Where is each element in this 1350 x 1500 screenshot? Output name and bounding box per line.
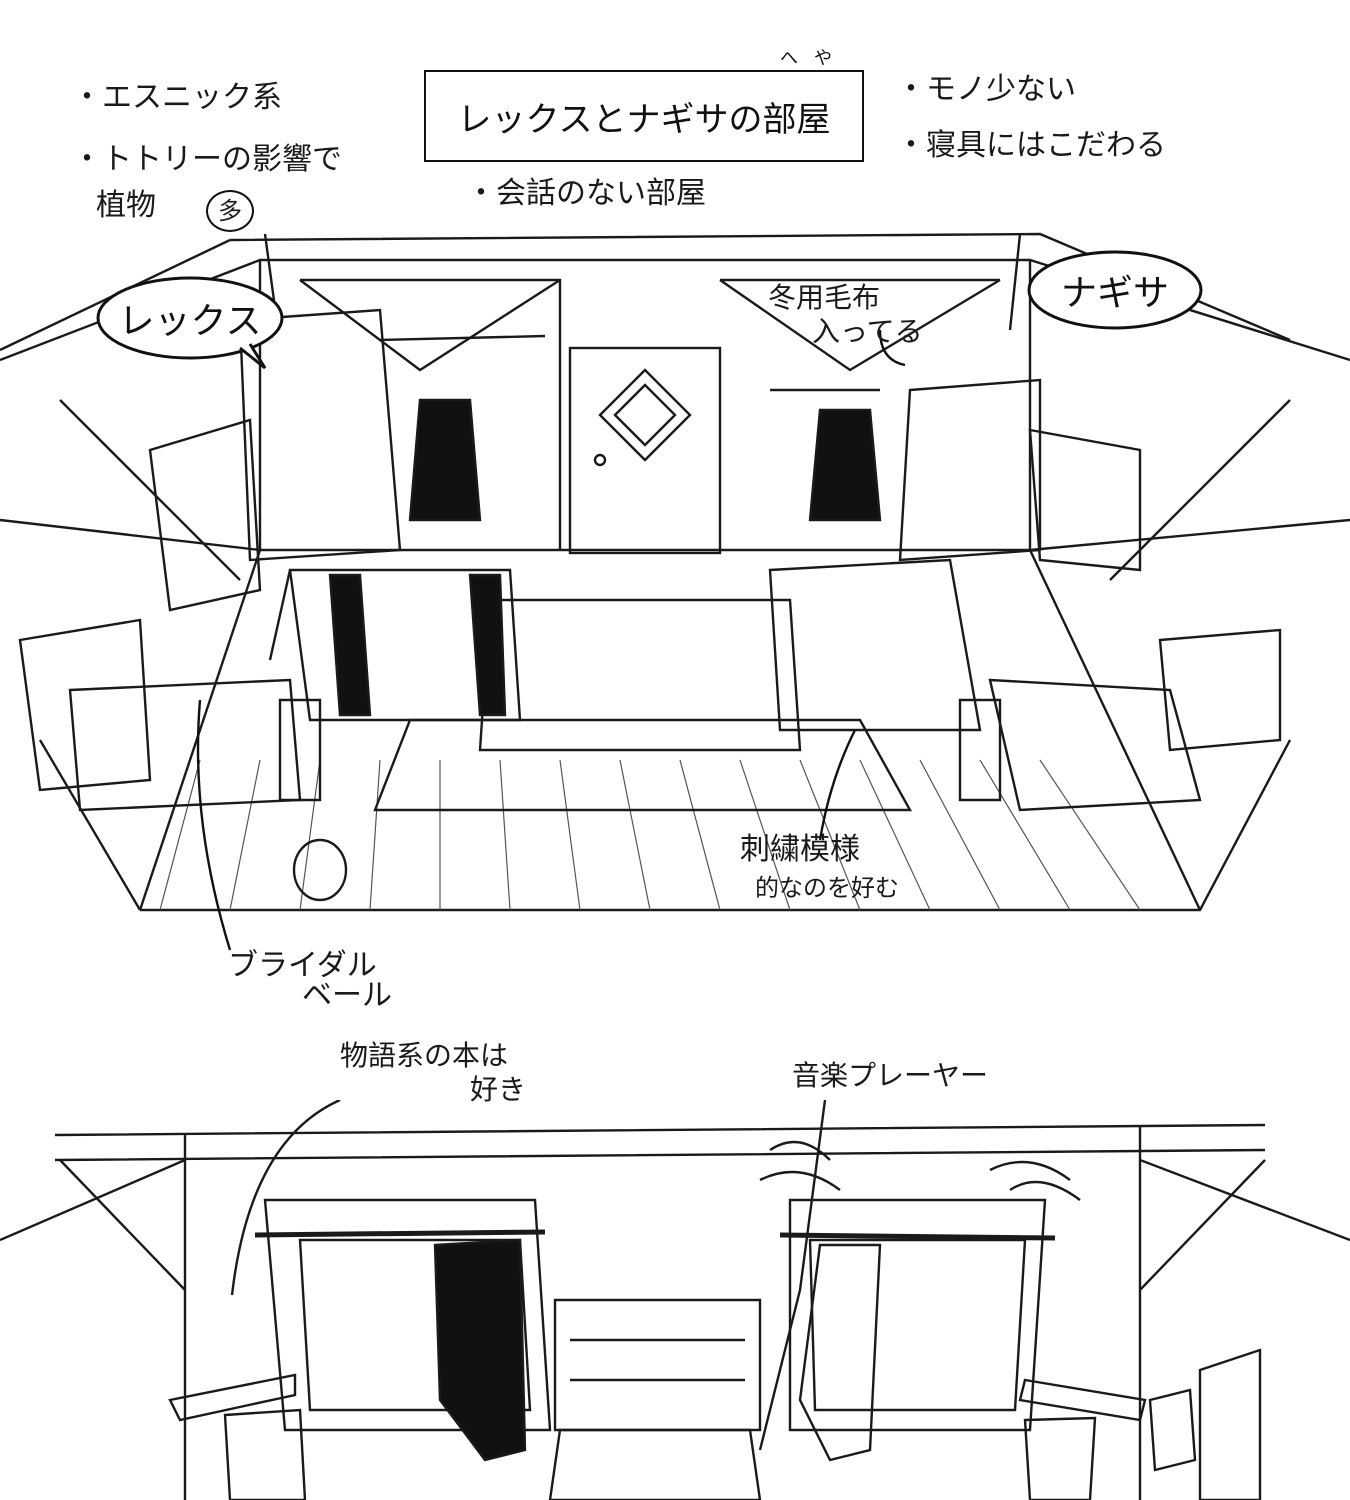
rex-label: レックス: [118, 301, 262, 342]
room-illustration-lower: [0, 1100, 1350, 1500]
note-few-things: ・モノ少ない: [896, 72, 1076, 107]
note-no-conversation: ・会話のない部屋: [466, 176, 706, 211]
rex-bubble-shape: [96, 276, 284, 370]
room-title: レックスとナギサの部屋: [424, 70, 864, 162]
label-story-books-2: 好き: [470, 1073, 527, 1106]
room-title-ruby: へや: [780, 48, 848, 69]
label-embroidery-1: 刺繍模様: [740, 832, 860, 867]
note-tottory-influence: ・トトリーの影響で: [72, 142, 342, 177]
nagisa-bubble-shape: [1027, 250, 1203, 330]
nagisa-label: ナギサ: [1060, 273, 1169, 314]
label-story-books-1: 物語系の本は: [340, 1039, 509, 1072]
label-winter-blanket-2: 入ってる: [812, 315, 923, 348]
note-ethnic: ・エスニック系: [72, 80, 282, 115]
label-embroidery-2: 的なのを好む: [755, 874, 899, 902]
label-bridal-veil-1: ブライダル: [228, 948, 377, 983]
note-plants: 植物: [96, 188, 156, 223]
label-bridal-veil-2: ベール: [302, 978, 392, 1013]
room-illustration-upper: [0, 232, 1350, 951]
note-plants-many-circle: 多: [206, 190, 254, 232]
room-title-text: レックスとナギサの部屋: [457, 99, 831, 140]
label-winter-blanket-1: 冬用毛布: [768, 281, 881, 314]
label-music-player: 音楽プレーヤー: [792, 1059, 989, 1092]
note-bedding: ・寝具にはこだわる: [896, 128, 1166, 163]
